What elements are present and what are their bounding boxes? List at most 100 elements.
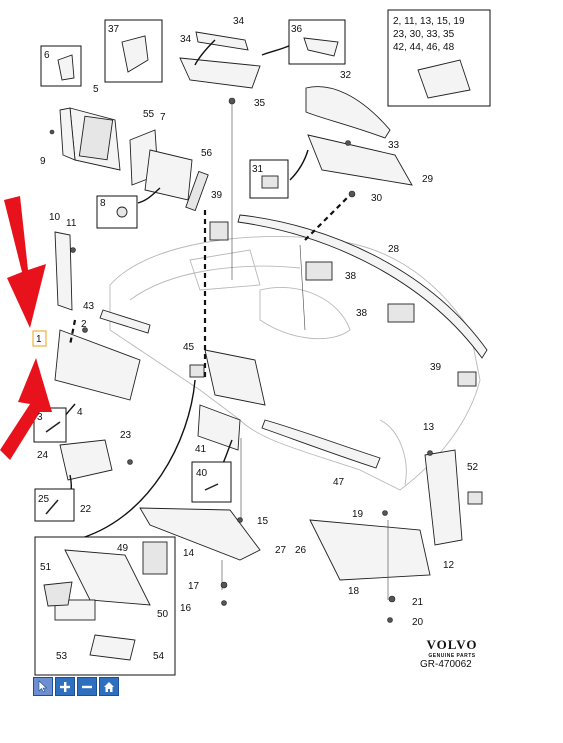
callout-18[interactable]: 18	[348, 586, 360, 597]
callout-17[interactable]: 17	[188, 581, 200, 592]
detail-box-8	[96, 195, 138, 229]
red-arrow-up	[0, 358, 52, 460]
detail-box-31	[249, 159, 289, 199]
minus-icon	[82, 685, 92, 688]
zoom-out-button[interactable]	[77, 677, 97, 696]
callout-29[interactable]: 29	[422, 174, 434, 185]
red-highlight-arrows	[0, 196, 52, 460]
callout-40[interactable]: 40	[196, 468, 208, 479]
home-icon	[104, 681, 114, 692]
callout-9[interactable]: 9	[40, 156, 46, 167]
callout-5[interactable]: 5	[93, 84, 99, 95]
fasteners	[49, 97, 433, 623]
detail-box-40	[191, 461, 232, 503]
callout-55[interactable]: 55	[143, 109, 155, 120]
callout-30[interactable]: 30	[371, 193, 383, 204]
part-56-mounting	[144, 149, 193, 201]
parts-list-line-2: 23, 30, 33, 35	[393, 29, 455, 40]
part-28-trim-strip	[237, 214, 488, 359]
part-34-tray	[179, 57, 261, 89]
callout-37[interactable]: 37	[108, 24, 120, 35]
callout-31[interactable]: 31	[252, 164, 264, 175]
part-18-glovebox	[309, 519, 431, 581]
callout-15[interactable]: 15	[257, 516, 269, 527]
callout-54[interactable]: 54	[153, 651, 165, 662]
callout-7[interactable]: 7	[160, 112, 166, 123]
detail-box-37	[104, 19, 163, 83]
callout-36[interactable]: 36	[291, 24, 303, 35]
callout-25[interactable]: 25	[38, 494, 50, 505]
callout-23[interactable]: 23	[120, 430, 132, 441]
callout-50[interactable]: 50	[157, 609, 169, 620]
callout-3[interactable]: 3	[37, 412, 43, 423]
diagram-reference: GR-470062	[420, 659, 472, 670]
callout-20[interactable]: 20	[412, 617, 424, 628]
center-console-bezel	[204, 349, 266, 406]
callout-34a[interactable]: 34	[233, 16, 245, 27]
part-32-speaker-cover	[305, 86, 391, 139]
part-52-clip	[467, 491, 483, 505]
part-22-storage	[59, 439, 113, 481]
callout-10[interactable]: 10	[49, 212, 61, 223]
callout-4[interactable]: 4	[77, 407, 83, 418]
part-3-lower-panel	[54, 329, 141, 401]
callout-56[interactable]: 56	[201, 148, 213, 159]
callout-35[interactable]: 35	[254, 98, 266, 109]
callout-34b[interactable]: 34	[180, 34, 192, 45]
callout-27[interactable]: 27	[275, 545, 287, 556]
callout-41[interactable]: 41	[195, 444, 207, 455]
callout-49[interactable]: 49	[117, 543, 129, 554]
callout-14[interactable]: 14	[183, 548, 195, 559]
callout-22[interactable]: 22	[80, 504, 92, 515]
callout-21[interactable]: 21	[412, 597, 424, 608]
callout-38a[interactable]: 38	[345, 271, 357, 282]
part-34-cover	[195, 31, 249, 51]
callout-2[interactable]: 2	[81, 319, 87, 330]
callout-16[interactable]: 16	[180, 603, 192, 614]
callout-33[interactable]: 33	[388, 140, 400, 151]
callout-6[interactable]: 6	[44, 50, 50, 61]
brand-name: VOLVO	[426, 637, 478, 652]
parts-list-text: 2, 11, 13, 15, 19 23, 30, 33, 35 42, 44,…	[393, 16, 465, 53]
leader-lines	[221, 103, 389, 600]
callout-53[interactable]: 53	[56, 651, 68, 662]
callout-19[interactable]: 19	[352, 509, 364, 520]
callout-32[interactable]: 32	[340, 70, 352, 81]
parts-list-line-1: 2, 11, 13, 15, 19	[393, 16, 465, 27]
brand-subtitle: GENUINE PARTS	[428, 653, 476, 659]
callout-43[interactable]: 43	[83, 301, 95, 312]
callout-26[interactable]: 26	[295, 545, 307, 556]
part-45-switch	[189, 364, 205, 378]
callout-39a[interactable]: 39	[211, 190, 223, 201]
callout-1-highlight	[32, 330, 47, 347]
detail-box-36	[288, 19, 346, 65]
part-14-bracket	[139, 507, 261, 561]
part-10-side-cover	[54, 231, 73, 311]
red-arrow-down	[4, 196, 46, 328]
callout-12[interactable]: 12	[443, 560, 455, 571]
detail-box-3	[33, 407, 67, 443]
zoom-in-button[interactable]	[55, 677, 75, 696]
pointer-tool-button[interactable]	[33, 677, 53, 696]
brand-logo: VOLVO GENUINE PARTS	[418, 637, 486, 659]
callout-8[interactable]: 8	[100, 198, 106, 209]
callout-38b[interactable]: 38	[356, 308, 368, 319]
detail-box-6	[40, 45, 82, 87]
detail-box-parts-list	[387, 9, 491, 107]
part-29-defroster-panel	[307, 134, 413, 186]
callout-45[interactable]: 45	[183, 342, 195, 353]
callout-24[interactable]: 24	[37, 450, 49, 461]
callout-1[interactable]: 1	[36, 334, 42, 345]
part-47-trim-strip	[261, 419, 381, 469]
callout-28[interactable]: 28	[388, 244, 400, 255]
callout-51[interactable]: 51	[40, 562, 52, 573]
callout-39b[interactable]: 39	[430, 362, 442, 373]
callout-47[interactable]: 47	[333, 477, 345, 488]
home-view-button[interactable]	[99, 677, 119, 696]
callout-52[interactable]: 52	[467, 462, 479, 473]
callout-labels: 1 2 3 4 5 6 7 8 9 10 11 12 13 14 15 16 1…	[36, 16, 479, 662]
dashed-links	[68, 194, 351, 380]
callout-13[interactable]: 13	[423, 422, 435, 433]
callout-11[interactable]: 11	[66, 218, 77, 229]
